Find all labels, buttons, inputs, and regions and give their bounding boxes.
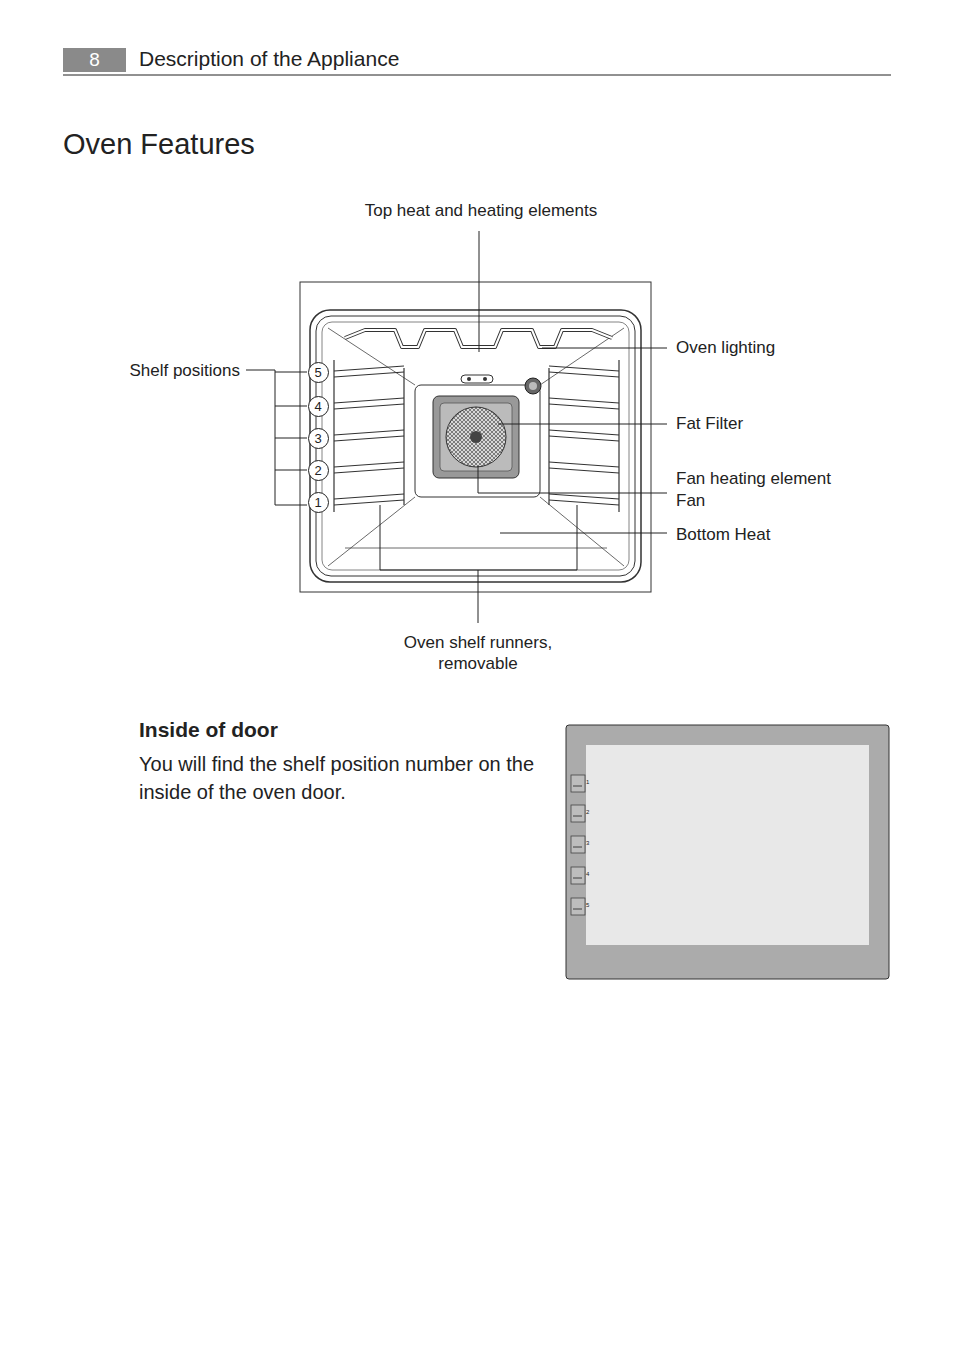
- callout-number: 3: [314, 431, 321, 446]
- part-label: Fan heating element: [676, 468, 831, 489]
- section-heading: Description of the Appliance: [139, 46, 399, 72]
- fat-filter: [446, 407, 506, 467]
- oven-door: [566, 725, 889, 979]
- shelf-icons: [571, 775, 585, 915]
- element-clip: [461, 375, 493, 383]
- shelf-number-circle: 5: [308, 362, 329, 383]
- fan-cover-inner: [440, 403, 512, 471]
- door-shelf-number: 2: [586, 809, 589, 817]
- callout-number: 1: [314, 495, 321, 510]
- door-shelf-number: 3: [586, 840, 589, 848]
- callout-number: 5: [314, 365, 321, 380]
- door-window: [586, 745, 869, 945]
- fan-hub: [470, 431, 482, 443]
- shelf-number-circle: 4: [308, 396, 329, 417]
- part-label: Oven lighting: [676, 337, 775, 358]
- subheading: Inside of door: [139, 717, 278, 743]
- callout-number: 4: [314, 399, 321, 414]
- oven-lamp: [525, 378, 541, 394]
- door-shelf-number: 5: [586, 902, 589, 910]
- door-shelf-number: 4: [586, 871, 589, 879]
- frame: [300, 282, 651, 592]
- header-rule: [63, 75, 891, 76]
- part-label: Oven shelf runners, removable: [393, 632, 563, 675]
- leader-lines: [246, 231, 667, 623]
- callout-number: 2: [314, 463, 321, 478]
- part-label: Shelf positions: [129, 360, 240, 381]
- shelf-number-circle: 3: [308, 428, 329, 449]
- runner-posts: [334, 360, 619, 512]
- shelf-number-circle: 2: [308, 460, 329, 481]
- cavity-inner: [316, 316, 635, 576]
- body-text: You will find the shelf position number …: [139, 750, 549, 806]
- door-shelf-number: 1: [586, 779, 589, 787]
- part-label: Bottom Heat: [676, 524, 771, 545]
- fan-cover: [433, 396, 519, 478]
- page-title: Oven Features: [63, 126, 255, 162]
- part-label: Top heat and heating elements: [365, 200, 598, 221]
- page-number-box: 8: [63, 48, 126, 72]
- perspective-lines: [328, 328, 624, 566]
- shelf-runners: [334, 366, 619, 505]
- page-number: 8: [89, 49, 100, 71]
- part-label: Fat Filter: [676, 413, 743, 434]
- cavity-outer: [310, 310, 641, 582]
- part-label: Fan: [676, 490, 705, 511]
- shelf-number-circle: 1: [308, 492, 329, 513]
